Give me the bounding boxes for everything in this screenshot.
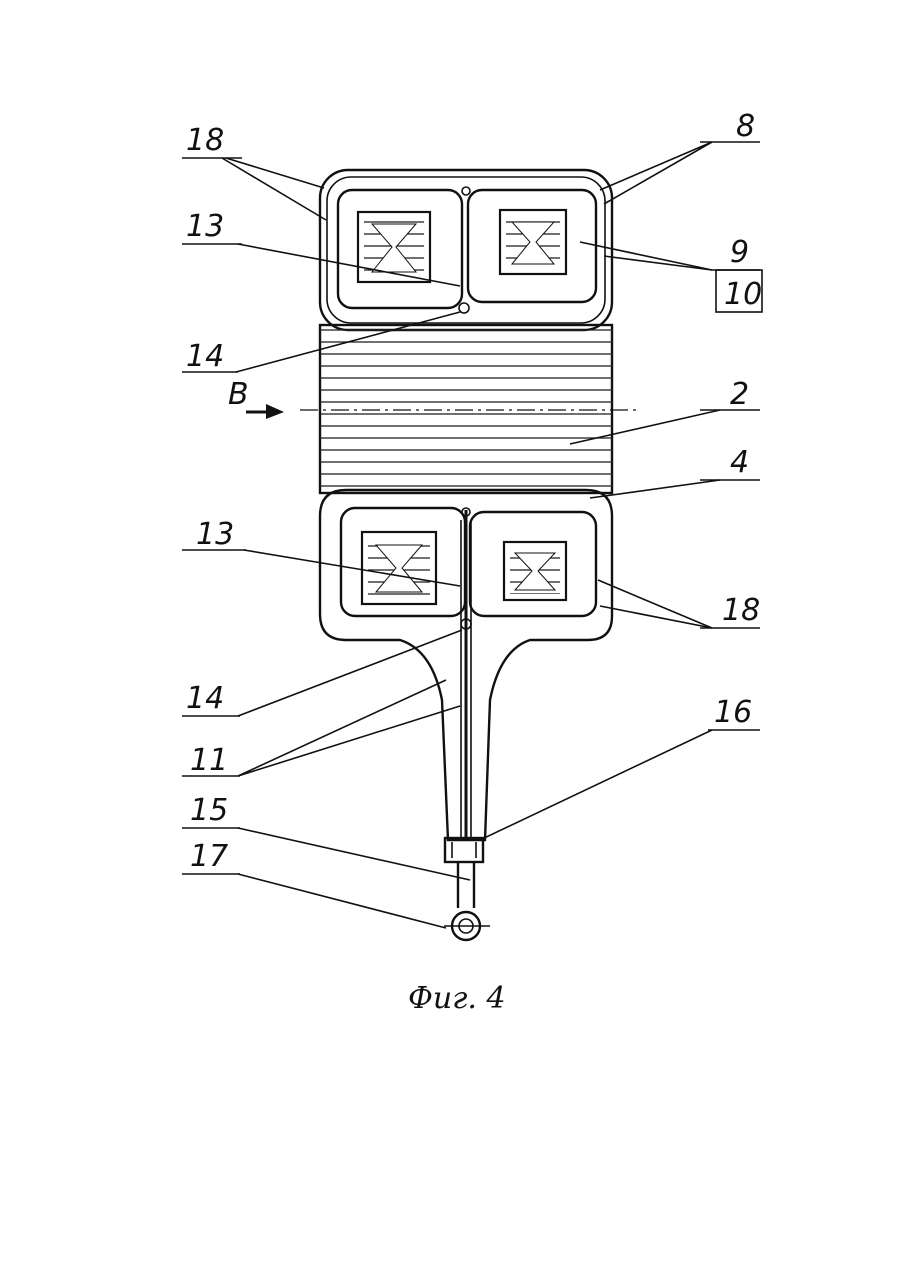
bottom-right-cell xyxy=(504,542,566,600)
label-4: 4 xyxy=(730,445,749,480)
middle-body xyxy=(300,325,640,493)
top-module xyxy=(320,170,612,330)
bottom-left-cell xyxy=(362,532,436,604)
top-left-cell xyxy=(358,212,430,282)
label-13-bottom: 13 xyxy=(196,517,234,552)
label-15: 15 xyxy=(190,793,228,828)
leader-lines xyxy=(182,142,762,928)
label-10: 10 xyxy=(724,277,762,312)
clamp-and-ring xyxy=(444,838,490,940)
label-b: B xyxy=(228,377,249,412)
bottom-module xyxy=(320,490,612,840)
arrow-b xyxy=(246,404,284,419)
label-9: 9 xyxy=(730,235,749,270)
label-18-bottom: 18 xyxy=(722,593,760,628)
label-14-bottom: 14 xyxy=(186,681,224,716)
figure-caption: Фиг. 4 xyxy=(408,981,506,1016)
label-13-top: 13 xyxy=(186,209,224,244)
label-16: 16 xyxy=(714,695,752,730)
label-8: 8 xyxy=(736,109,755,144)
label-14-top: 14 xyxy=(186,339,224,374)
label-11: 11 xyxy=(190,743,228,778)
top-right-cell xyxy=(500,210,566,274)
label-17: 17 xyxy=(190,839,228,874)
label-18-top: 18 xyxy=(186,123,224,158)
label-2: 2 xyxy=(730,377,749,412)
